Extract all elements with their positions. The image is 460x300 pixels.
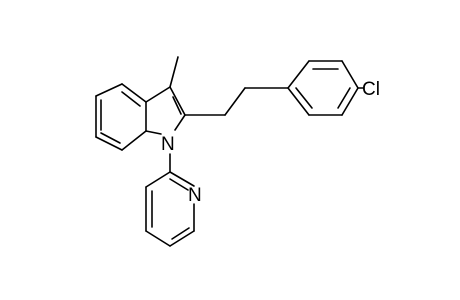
- bond: [169, 86, 186, 116]
- pyridine-ring: [145, 171, 195, 247]
- indole-pyrrole-ring: [145, 86, 186, 135]
- bond: [121, 130, 147, 151]
- bond: [169, 230, 195, 247]
- bond: [145, 171, 171, 188]
- atom-label-cl: Cl: [362, 79, 380, 100]
- bond: [287, 87, 310, 116]
- bond: [95, 83, 123, 97]
- bond: [169, 171, 195, 187]
- double-bond-inner: [121, 91, 141, 107]
- double-bond-inner: [169, 178, 189, 191]
- double-bond-inner: [295, 87, 313, 109]
- bond: [95, 136, 123, 151]
- bond: [341, 60, 359, 89]
- double-bond-inner: [100, 132, 121, 144]
- double-bond-inner: [337, 87, 351, 109]
- ethylene-linker: [184, 87, 289, 116]
- atom-label-pyridine-n: N: [188, 185, 202, 206]
- double-bond-inner: [172, 96, 182, 115]
- bond: [121, 83, 147, 103]
- bond: [145, 86, 171, 103]
- bond: [145, 230, 171, 247]
- double-bond-inner: [171, 227, 190, 240]
- bond: [145, 130, 162, 135]
- bond: [341, 87, 359, 116]
- bond: [224, 87, 246, 116]
- methyl-bond: [169, 56, 179, 88]
- bond: [287, 60, 310, 89]
- bond: [174, 114, 186, 131]
- atom-label-n1: N: [161, 134, 175, 155]
- indole-benzene-ring: [95, 83, 147, 151]
- chlorophenyl-ring: [287, 60, 359, 116]
